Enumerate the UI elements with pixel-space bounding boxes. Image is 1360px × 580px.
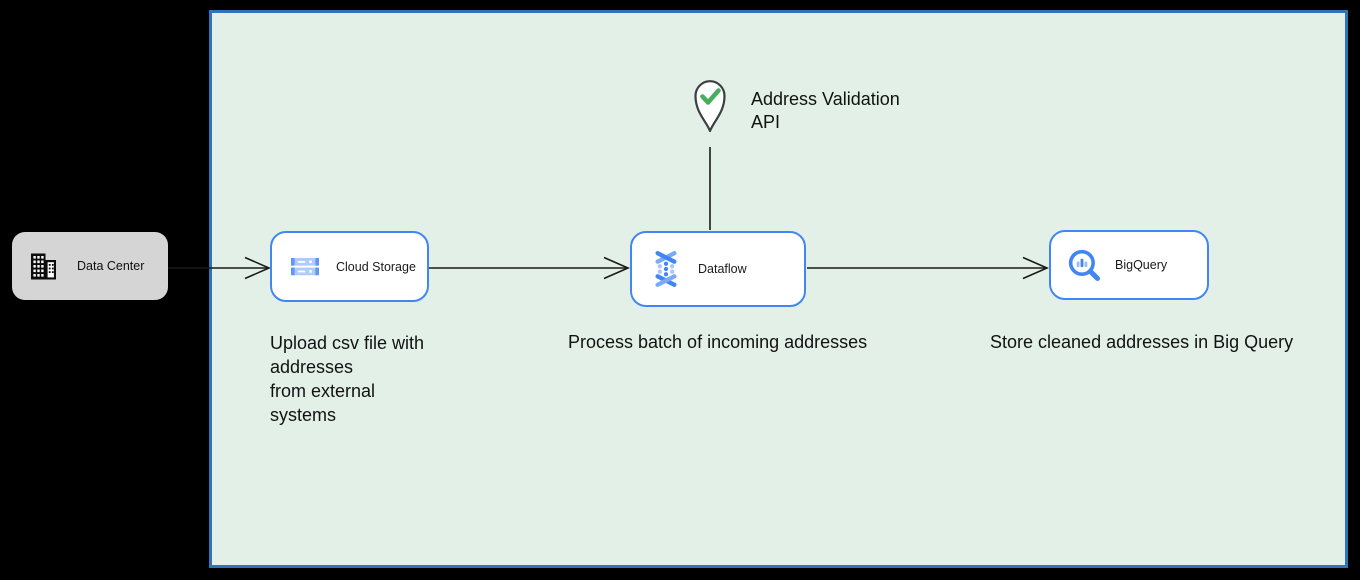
cloud-storage-icon	[291, 257, 319, 275]
node-data-center-label: Data Center	[77, 259, 145, 273]
caption-dataflow: Process batch of incoming addresses	[568, 332, 868, 352]
api-marker-label: Address Validation API	[751, 89, 900, 132]
node-bigquery[interactable]: BigQuery	[1049, 230, 1209, 300]
node-dataflow-label: Dataflow	[698, 262, 747, 276]
location-pin-check-icon	[694, 80, 726, 133]
dataflow-icon	[655, 251, 677, 287]
caption-cloud-storage: Upload csv file with addresses from exte…	[270, 333, 425, 425]
node-cloud-storage-label: Cloud Storage	[336, 259, 416, 274]
node-dataflow[interactable]: Dataflow	[630, 231, 806, 307]
node-cloud-storage[interactable]: Cloud Storage	[270, 231, 429, 302]
node-bigquery-label: BigQuery	[1115, 258, 1168, 272]
building-icon	[31, 253, 56, 279]
caption-bigquery: Store cleaned addresses in Big Query	[990, 332, 1294, 352]
bigquery-icon	[1068, 249, 1101, 282]
node-data-center[interactable]: Data Center	[12, 232, 168, 300]
